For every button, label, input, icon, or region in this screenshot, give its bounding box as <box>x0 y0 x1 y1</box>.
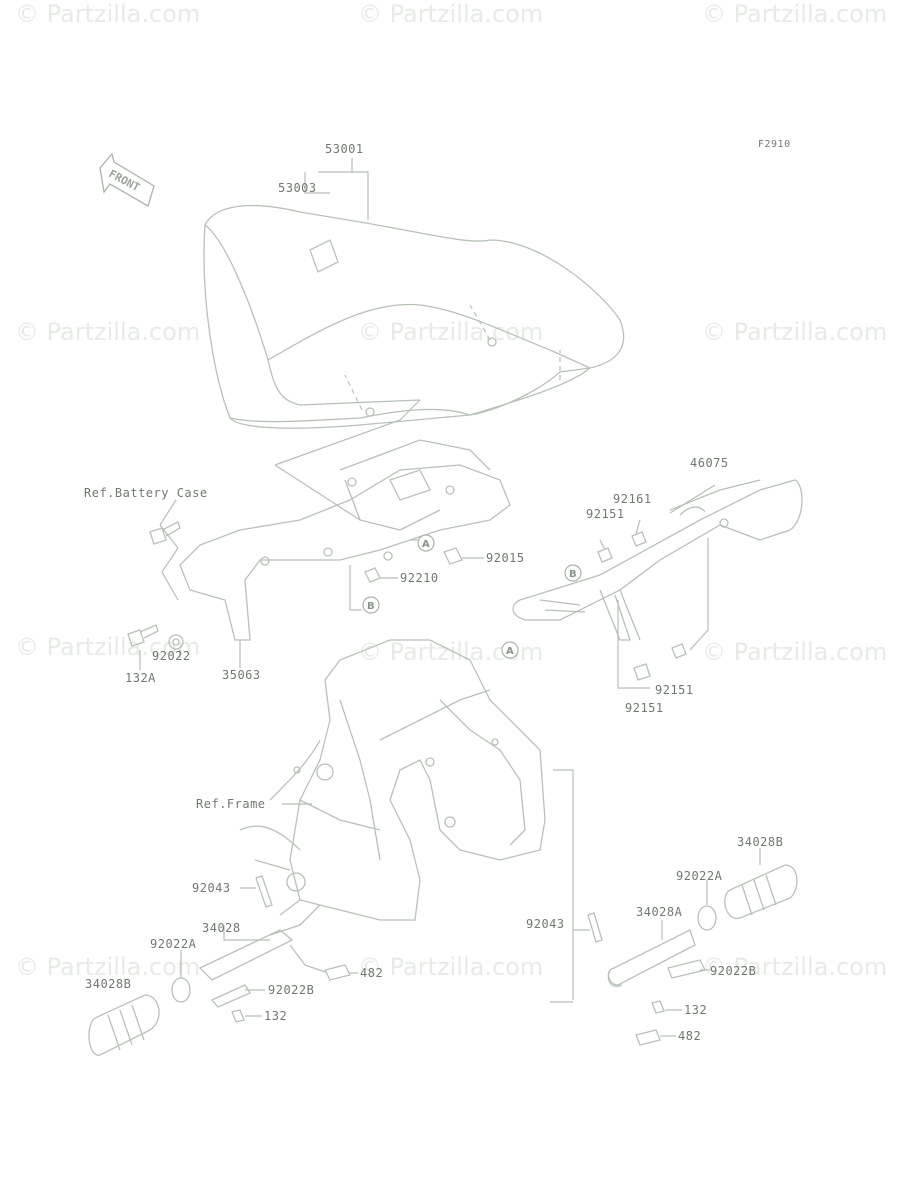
part-number: 92043 <box>526 917 565 931</box>
callout-label: B <box>569 569 577 580</box>
part-number: 482 <box>360 966 383 980</box>
part-number: 35063 <box>222 668 261 682</box>
part-number: 92210 <box>400 571 439 585</box>
watermark: © Partzilla.com <box>358 318 543 346</box>
callout-b-right: B <box>564 564 582 582</box>
seat-drawing <box>203 204 625 429</box>
front-arrow-icon: FRONT <box>99 152 155 207</box>
part-number: 132 <box>684 1003 707 1017</box>
watermark: © Partzilla.com <box>15 953 200 981</box>
ref-frame: Ref.Frame <box>196 797 266 811</box>
diagram-code: F2910 <box>758 139 791 150</box>
part-number: 132A <box>125 671 156 685</box>
callout-label: A <box>506 646 514 657</box>
part-number: 92015 <box>486 551 525 565</box>
callout-b-upper: B <box>362 596 380 614</box>
watermark-group: © Partzilla.com © Partzilla.com © Partzi… <box>15 0 887 981</box>
part-number: 34028A <box>636 905 683 919</box>
watermark: © Partzilla.com <box>15 318 200 346</box>
part-number: 482 <box>678 1029 701 1043</box>
callout-a-upper: A <box>417 534 435 552</box>
part-number: 92151 <box>625 701 664 715</box>
part-number: 132 <box>264 1009 287 1023</box>
part-number: 46075 <box>690 456 729 470</box>
part-number: 92022A <box>150 937 197 951</box>
watermark: © Partzilla.com <box>702 318 887 346</box>
part-number: 92022B <box>268 983 314 997</box>
frame-drawing <box>239 639 546 936</box>
part-number: 92022A <box>676 869 723 883</box>
watermark: © Partzilla.com <box>702 638 887 666</box>
watermark: © Partzilla.com <box>702 0 887 28</box>
watermark: © Partzilla.com <box>15 0 200 28</box>
part-number: 34028B <box>85 977 131 991</box>
part-number: 92161 <box>613 492 652 506</box>
grab-rail-drawing <box>512 479 803 641</box>
watermark: © Partzilla.com <box>358 0 543 28</box>
part-number: 53003 <box>278 181 317 195</box>
part-number: 53001 <box>325 142 364 156</box>
part-number: 92043 <box>192 881 231 895</box>
ref-battery-case: Ref.Battery Case <box>84 486 208 500</box>
part-labels: 53001 53003 Ref.Battery Case 46075 92161… <box>84 142 783 1043</box>
left-footpeg-drawing <box>88 875 351 1056</box>
watermark: © Partzilla.com <box>358 953 543 981</box>
part-number: 92151 <box>586 507 625 521</box>
callout-a-right: A <box>501 641 519 659</box>
callout-label: A <box>422 539 430 550</box>
callout-label: B <box>367 601 375 612</box>
part-number: 92151 <box>655 683 694 697</box>
right-footpeg-drawing <box>587 864 798 1046</box>
watermark: © Partzilla.com <box>702 953 887 981</box>
part-number: 92022 <box>152 649 191 663</box>
part-number: 92022B <box>710 964 756 978</box>
seat-bracket-drawing <box>179 439 511 641</box>
bolt-group <box>127 521 687 681</box>
part-number: 34028 <box>202 921 241 935</box>
watermark: © Partzilla.com <box>15 633 200 661</box>
part-number: 34028B <box>737 835 783 849</box>
